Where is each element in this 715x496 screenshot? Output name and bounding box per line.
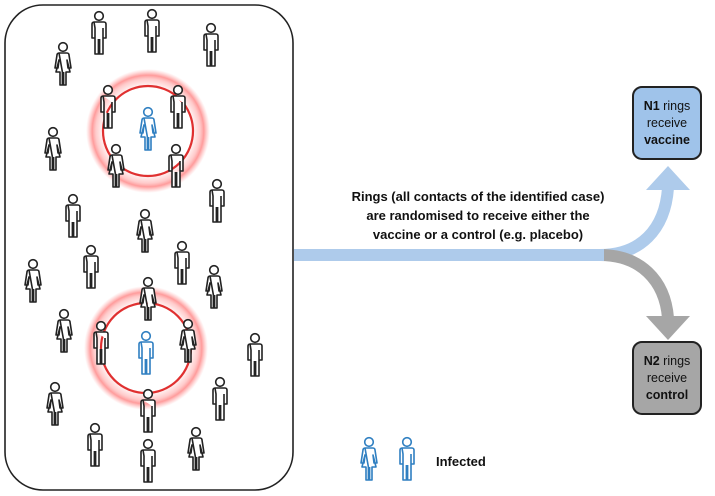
control-rings-word: rings	[659, 353, 691, 368]
main-arrow-shaft	[294, 249, 604, 261]
vaccine-rings-word: rings	[659, 98, 691, 113]
legend-man-icon	[399, 436, 415, 481]
control-label: control	[645, 387, 689, 402]
randomisation-caption: Rings (all contacts of the identified ca…	[318, 187, 638, 244]
vaccine-rings-box: N1 rings receive vaccine	[632, 86, 702, 160]
vaccine-label: vaccine	[644, 132, 690, 147]
caption-line-1: Rings (all contacts of the identified ca…	[351, 189, 605, 204]
legend-woman-icon	[360, 436, 378, 481]
control-arrow	[599, 249, 690, 340]
caption-line-3: vaccine or a control (e.g. placebo)	[372, 227, 584, 242]
vaccine-count: N1	[643, 98, 660, 113]
control-count: N2	[643, 353, 660, 368]
control-rings-box: N2 rings receive control	[632, 341, 702, 415]
vaccine-receive-word: receive	[646, 115, 688, 130]
population-frame	[4, 4, 294, 491]
legend-infected-label: Infected	[436, 454, 486, 469]
caption-line-2: are randomised to receive either the	[366, 208, 590, 223]
control-receive-word: receive	[646, 370, 688, 385]
